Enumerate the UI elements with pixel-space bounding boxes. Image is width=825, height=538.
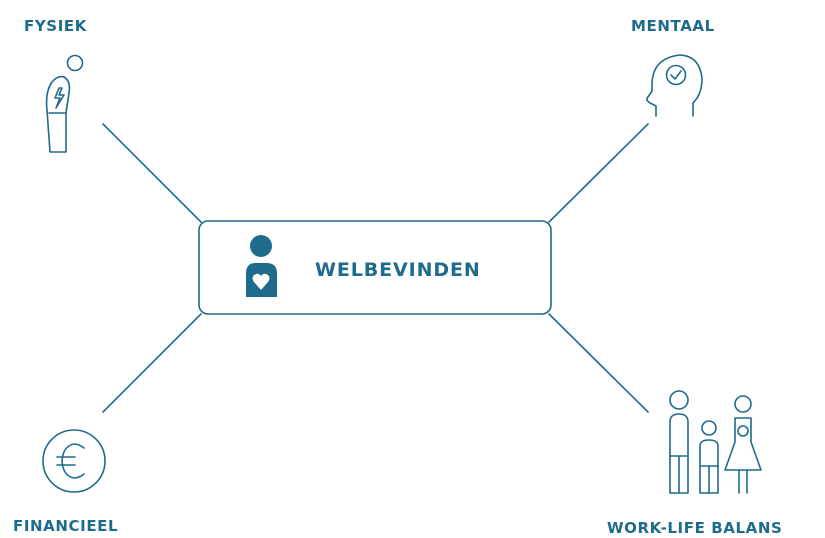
person-heart-icon [246, 235, 277, 297]
head-check-icon [646, 54, 703, 117]
connector-worklife [548, 313, 649, 413]
label-fysiek: FYSIEK [24, 17, 87, 35]
label-mentaal: MENTAAL [631, 17, 715, 35]
connector-fysiek [102, 123, 202, 223]
euro-coin-icon [42, 429, 106, 493]
center-title: WELBEVINDEN [315, 259, 481, 281]
center-box [198, 220, 552, 315]
label-worklife: WORK-LIFE BALANS [607, 519, 783, 537]
family-icon [669, 390, 762, 494]
person-energy-icon [45, 54, 84, 153]
connector-financieel [102, 313, 202, 413]
label-financieel: FINANCIEEL [13, 517, 119, 535]
connector-mentaal [548, 123, 649, 223]
